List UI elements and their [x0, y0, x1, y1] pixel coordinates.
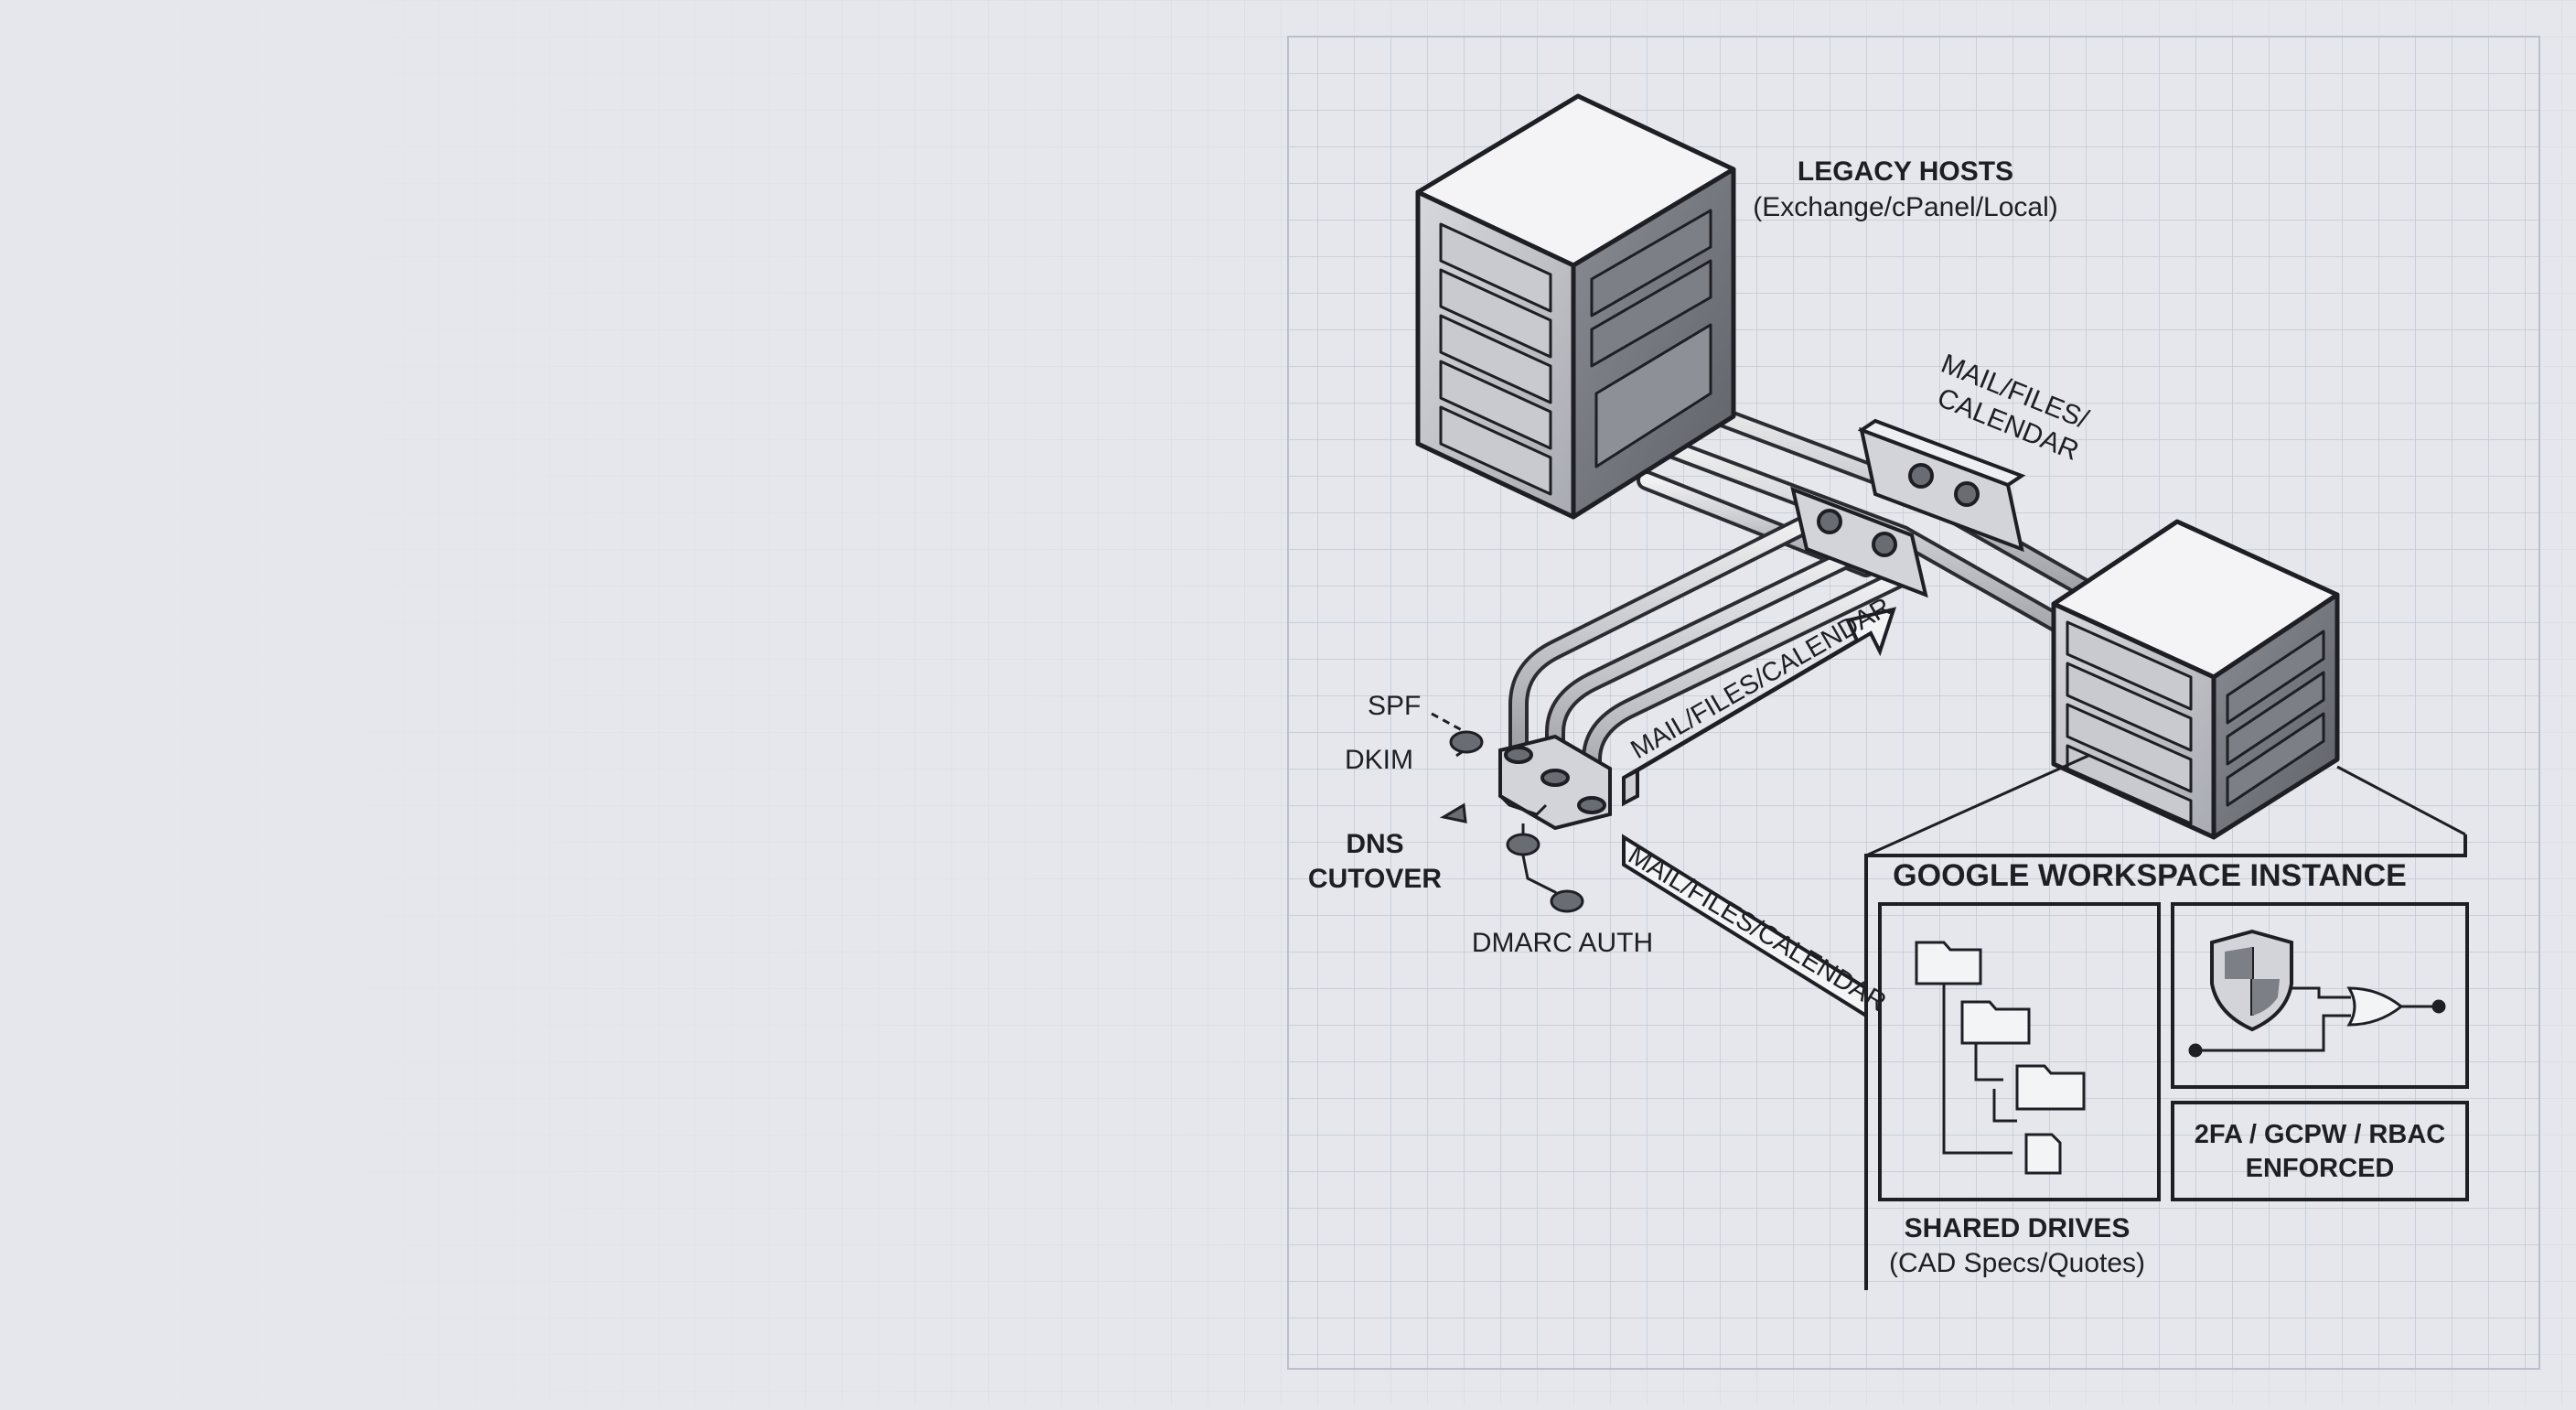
dns-cutover-line2: CUTOVER: [1308, 864, 1442, 894]
workspace-server-icon: [2051, 519, 2340, 840]
folder-tree-icon: [1915, 941, 2086, 1175]
dmarc-label: DMARC AUTH: [1472, 928, 1653, 958]
logic-gate-icon: [2188, 986, 2446, 1058]
legacy-server-icon: [1415, 93, 1736, 520]
shared-drives-title: SHARED DRIVES: [1905, 1213, 2131, 1243]
legacy-title: LEGACY HOSTS: [1798, 156, 2013, 187]
workspace-title: GOOGLE WORKSPACE INSTANCE: [1893, 858, 2407, 893]
shared-drives-subtitle: (CAD Specs/Quotes): [1889, 1248, 2145, 1278]
workspace-panel: [1864, 753, 2469, 1290]
spf-label: SPF: [1368, 691, 1421, 721]
flow-arrow: [1622, 607, 1897, 807]
legacy-subtitle: (Exchange/cPanel/Local): [1753, 192, 2058, 222]
dkim-label: DKIM: [1345, 745, 1413, 775]
dns-nodes: [1431, 712, 1584, 913]
security-line1: 2FA / GCPW / RBAC: [2195, 1120, 2445, 1149]
security-line2: ENFORCED: [2246, 1154, 2395, 1183]
pipe-couplers: [1498, 418, 2026, 831]
dns-cutover-line1: DNS: [1346, 829, 1403, 859]
security-shield-icon: [2210, 929, 2293, 1032]
